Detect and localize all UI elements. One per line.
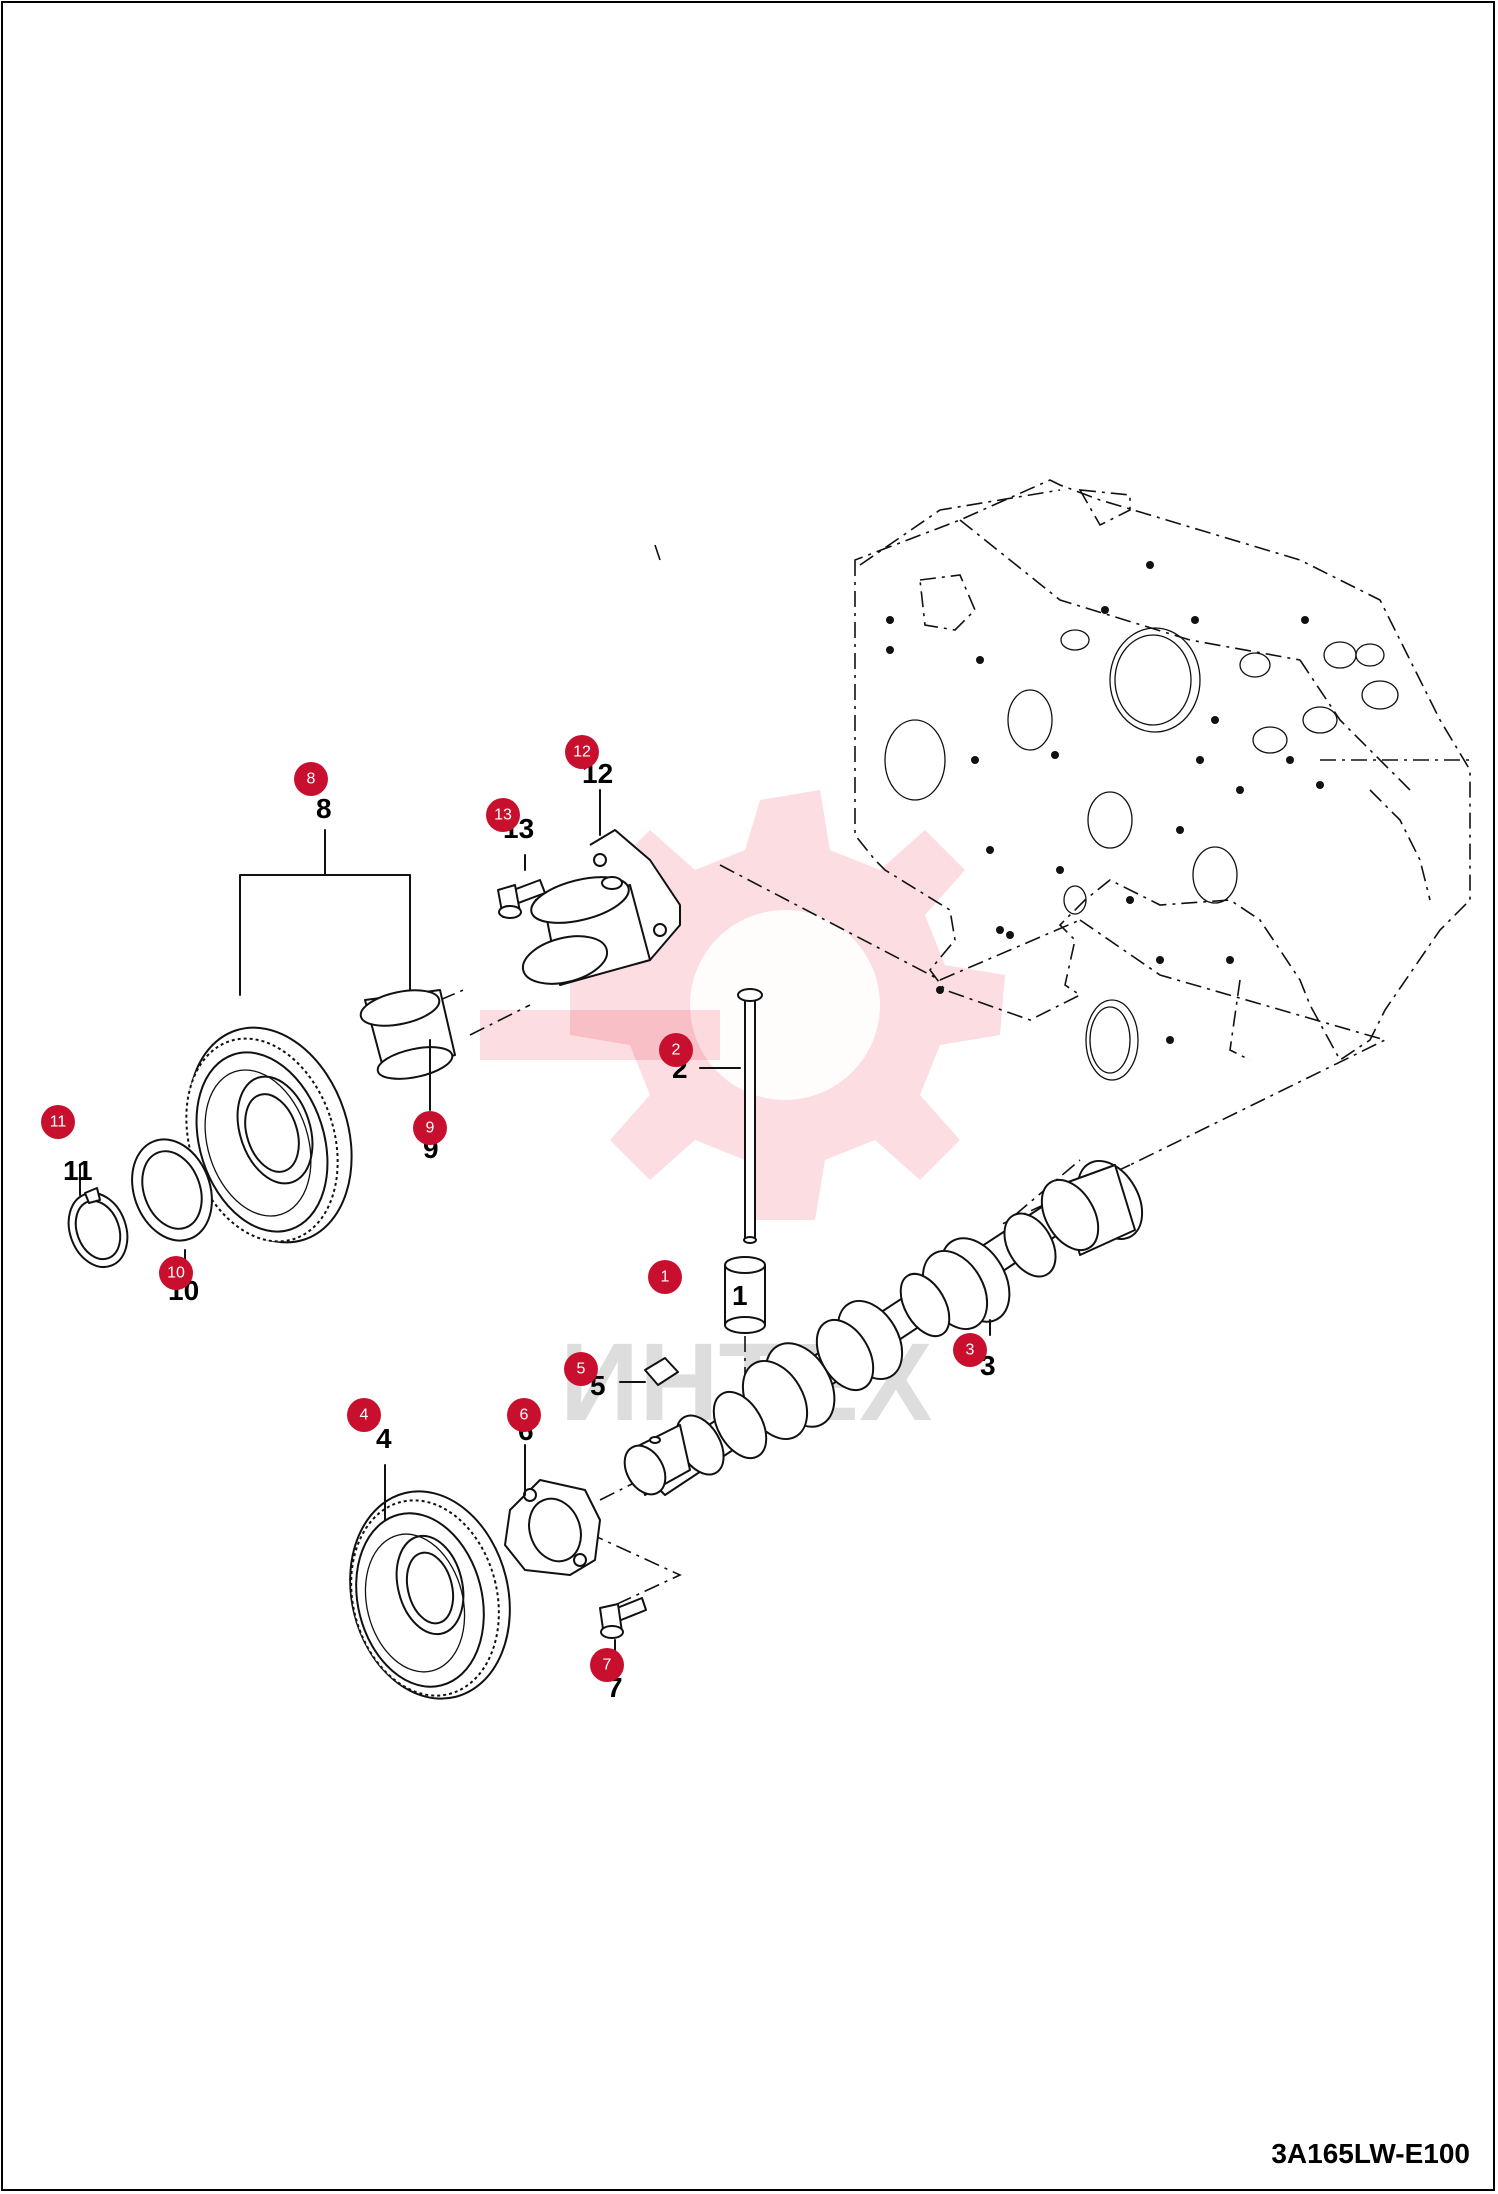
camshaft-thrust-plate: [504, 1479, 601, 1576]
part-number-1: 1: [732, 1280, 748, 1311]
idler-shaft-bolt: [497, 879, 546, 919]
callout-badge-2[interactable]: 2: [659, 1033, 693, 1067]
callout-badge-11[interactable]: 11: [41, 1105, 75, 1139]
svg-text:1: 1: [661, 1269, 670, 1286]
svg-text:6: 6: [520, 1407, 529, 1424]
svg-text:11: 11: [50, 1114, 67, 1131]
svg-text:7: 7: [603, 1657, 612, 1674]
callout-badge-5[interactable]: 5: [564, 1352, 598, 1386]
callout-badge-13[interactable]: 13: [486, 798, 520, 832]
tappet: [724, 1256, 766, 1334]
svg-text:4: 4: [360, 1407, 369, 1424]
part-number-4: 4: [376, 1423, 392, 1454]
svg-text:2: 2: [672, 1042, 681, 1059]
callout-badge-4[interactable]: 4: [347, 1398, 381, 1432]
svg-text:3: 3: [966, 1342, 975, 1359]
callout-badge-12[interactable]: 12: [565, 735, 599, 769]
engine-block: [854, 479, 1471, 1081]
thrust-washer: [131, 1138, 213, 1242]
svg-text:10: 10: [167, 1265, 185, 1282]
svg-text:5: 5: [577, 1361, 586, 1378]
watermark-gear-icon: [480, 790, 1005, 1220]
cam-gear: [349, 1490, 511, 1700]
callout-badge-6[interactable]: 6: [507, 1398, 541, 1432]
callout-badge-3[interactable]: 3: [953, 1333, 987, 1367]
woodruff-key: [644, 1357, 679, 1386]
part-number-11: 11: [63, 1155, 93, 1186]
push-rod: [737, 988, 763, 1244]
svg-text:13: 13: [494, 807, 512, 824]
callout-badge-1[interactable]: 1: [648, 1260, 682, 1294]
callout-badge-8[interactable]: 8: [294, 762, 328, 796]
idler-gear: [185, 1026, 353, 1244]
callout-badge-9[interactable]: 9: [413, 1111, 447, 1145]
snap-ring: [67, 1187, 129, 1268]
callout-badges: 1 2 3 4 5 6 7 8 9 10 11 12 13: [41, 735, 987, 1682]
svg-text:8: 8: [307, 771, 316, 788]
idler-shaft: [521, 829, 681, 986]
leader-lines: [79, 789, 991, 1656]
callout-badge-7[interactable]: 7: [590, 1648, 624, 1682]
idler-bushing: [359, 989, 456, 1080]
svg-text:12: 12: [573, 744, 591, 761]
thrust-plate-bolt: [599, 1597, 647, 1639]
svg-text:9: 9: [426, 1120, 435, 1137]
part-number-8: 8: [316, 793, 332, 824]
callout-badge-10[interactable]: 10: [159, 1256, 193, 1290]
camshaft: [623, 1160, 1144, 1496]
drawing-code: 3A165LW-E100: [1271, 2138, 1470, 2169]
